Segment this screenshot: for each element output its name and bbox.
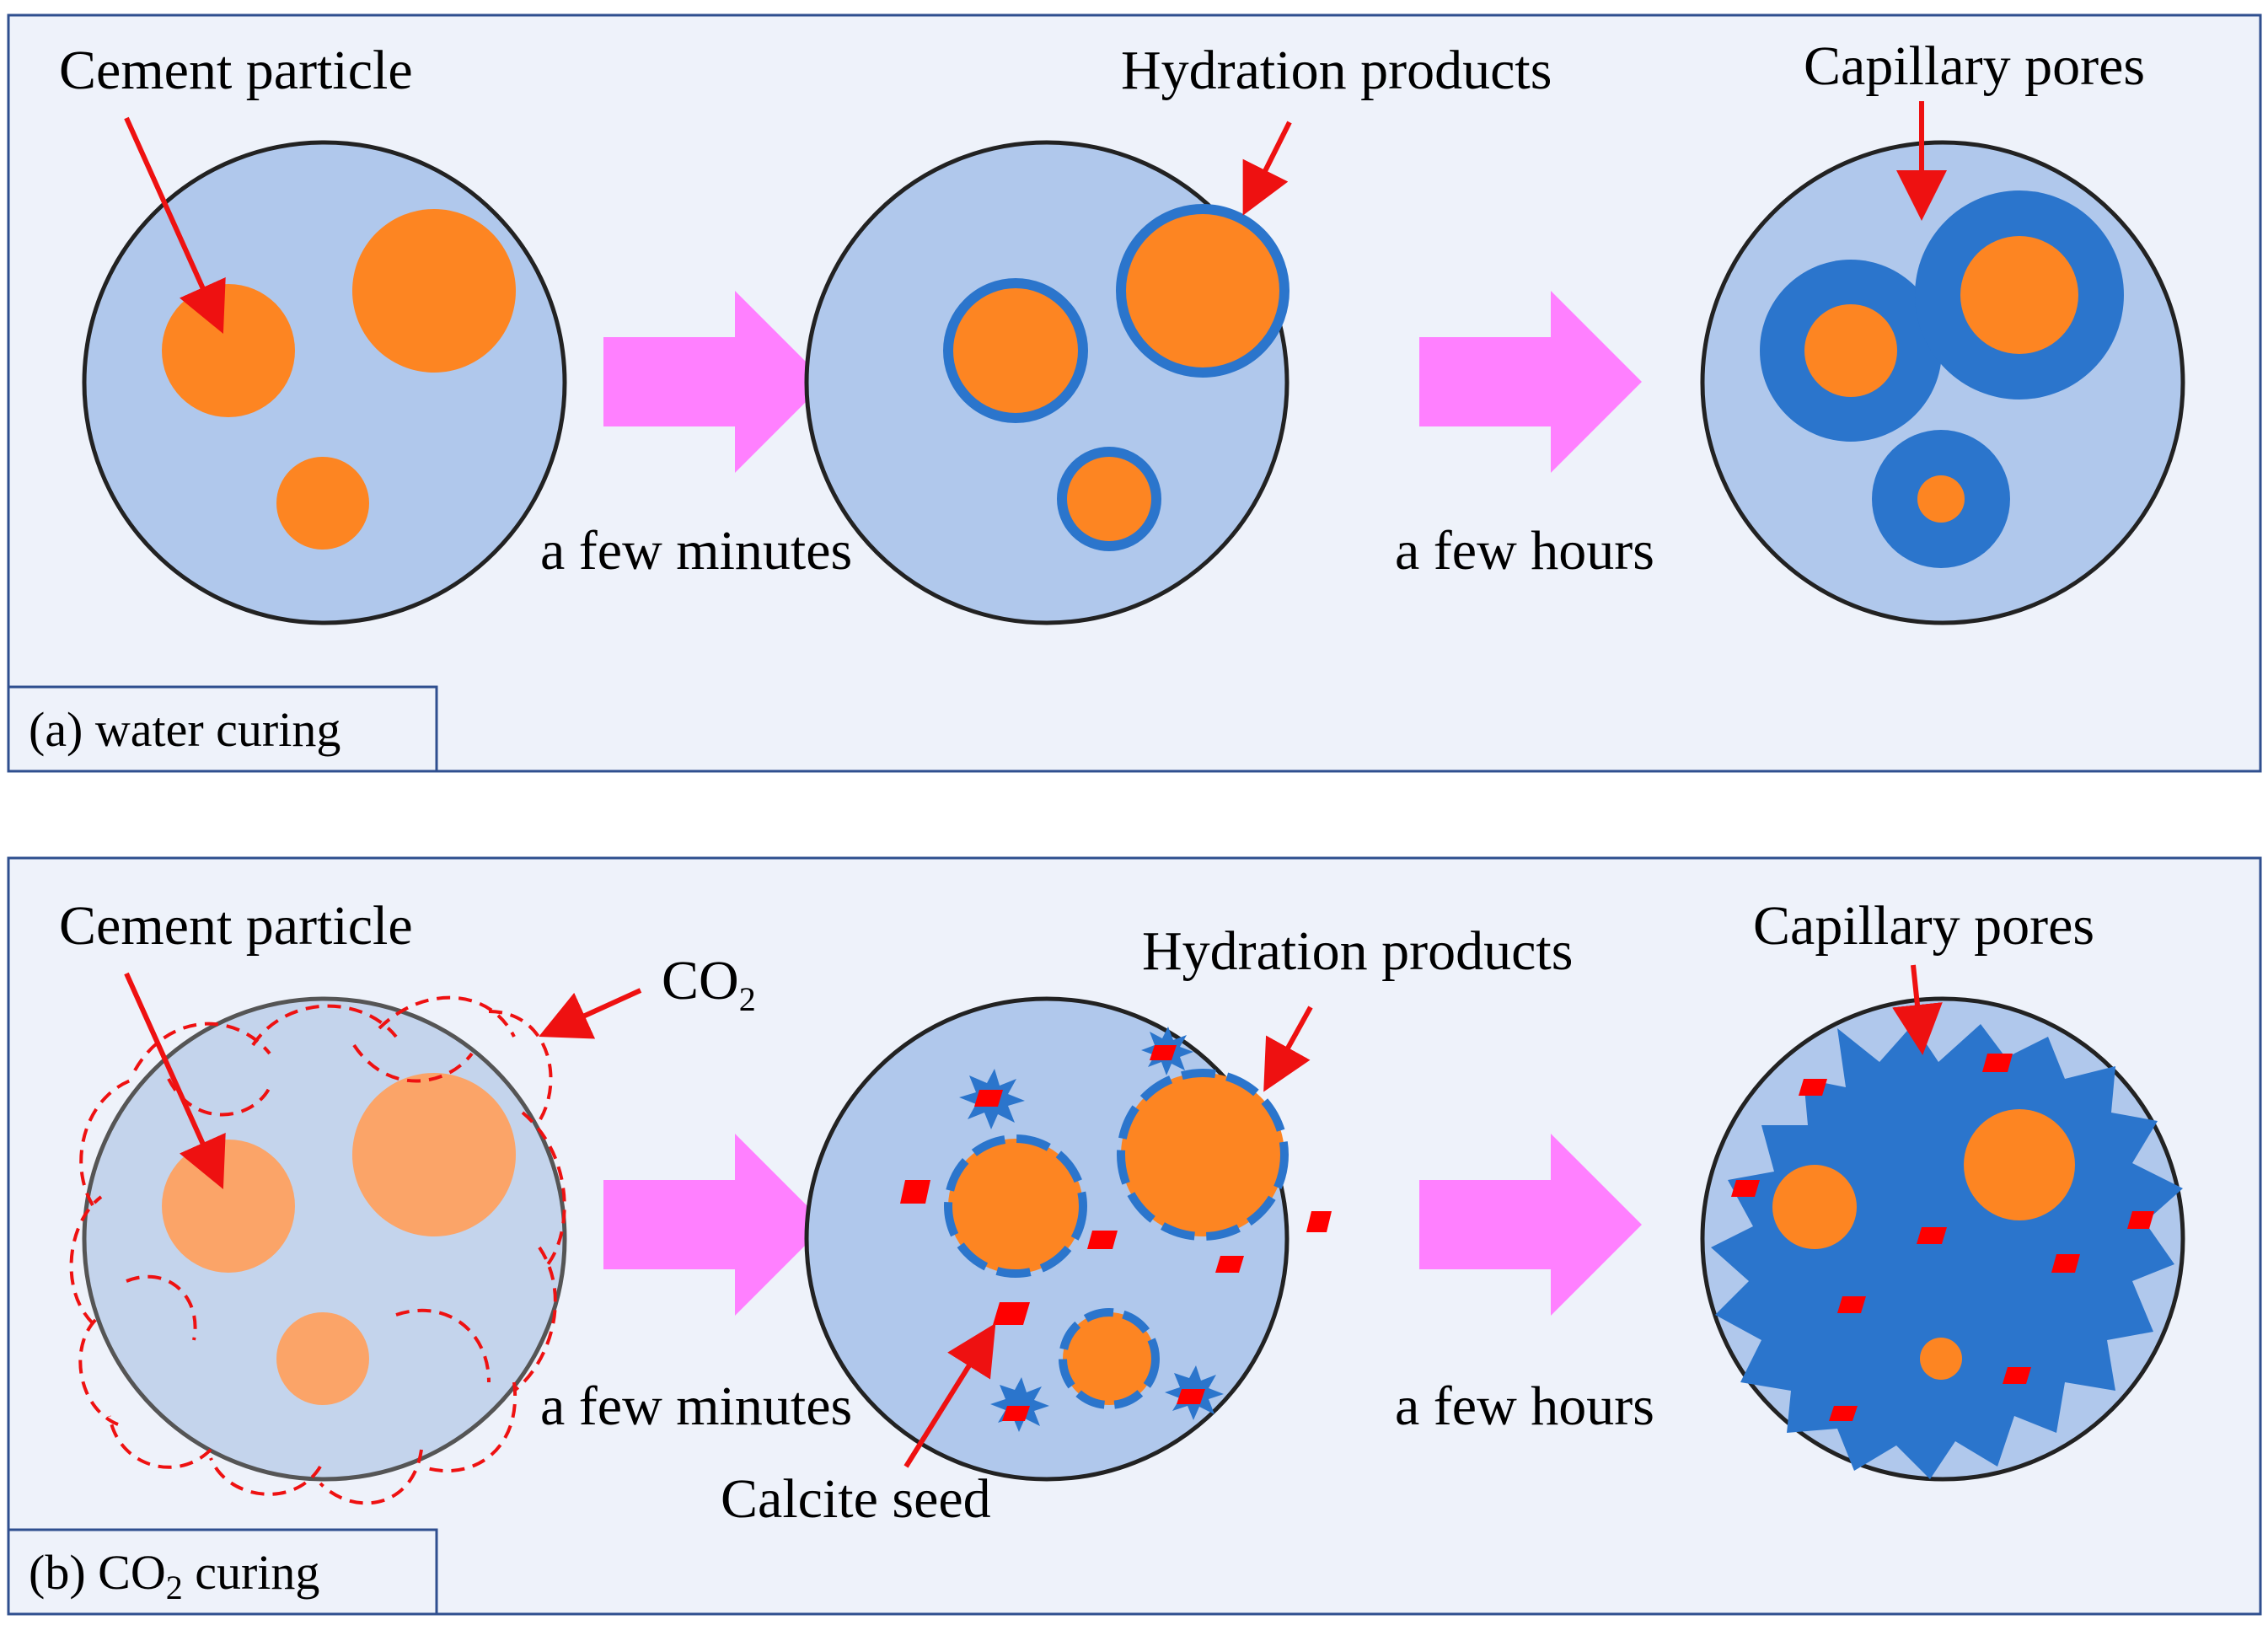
cement-particle	[162, 1140, 295, 1273]
cement-particle	[276, 1312, 369, 1405]
panel-b-co2-curing: (b) CO2 curing	[7, 856, 2262, 1616]
co2-label: CO2	[662, 950, 756, 1018]
hydrating-particle	[1117, 1069, 1289, 1241]
hydration-products-pointer-arrow	[1242, 121, 1292, 216]
residual-particle	[1920, 1338, 1962, 1380]
cement-particle	[352, 209, 516, 373]
cement-particle	[352, 1073, 516, 1236]
co2-pointer-arrow	[539, 988, 642, 1039]
cement-particle-pointer-arrow	[124, 972, 226, 1189]
step1-time-label: a few minutes	[540, 1376, 852, 1437]
cement-particle-label: Cement particle	[59, 895, 413, 957]
process-arrow	[1419, 291, 1642, 473]
calcite-seeds	[1731, 1054, 2154, 1421]
calcite-seeds	[900, 1045, 1332, 1421]
capillary-pores-pointer-arrow	[1892, 964, 1943, 1055]
panel-a-water-curing: (a) water curing Cement particle a few m…	[7, 13, 2262, 773]
step2-time-label: a few hours	[1395, 520, 1654, 582]
residual-particle	[1964, 1109, 2075, 1220]
hydration-products-label: Hydration products	[1121, 40, 1552, 101]
cement-particle-pointer-arrow	[124, 116, 226, 334]
calcite-seed-pointer-arrow	[903, 1322, 996, 1468]
panel-a-stage2-hydration	[804, 140, 1289, 625]
residual-particle	[1917, 475, 1965, 523]
hydration-products-pointer-arrow	[1263, 1006, 1313, 1092]
panel-b-label-box	[7, 1528, 438, 1616]
calcite-seed-label: Calcite seed	[721, 1468, 991, 1530]
panel-b-label: (b) CO2 curing	[29, 1545, 319, 1606]
panel-a-stage1-cement-paste	[82, 140, 567, 625]
co2-bubbles	[69, 995, 566, 1505]
process-arrow	[1419, 1134, 1642, 1316]
hydration-products-label: Hydration products	[1142, 920, 1573, 982]
cement-particle	[276, 457, 369, 550]
residual-particle	[1804, 304, 1897, 397]
hydrating-particle	[943, 278, 1088, 423]
paste-circle	[82, 140, 567, 625]
residual-particle	[1772, 1165, 1857, 1249]
cement-particle-label: Cement particle	[59, 40, 413, 101]
panel-b-stage2-hydration	[804, 996, 1332, 1482]
step2-time-label: a few hours	[1395, 1376, 1654, 1437]
paste-circle	[82, 996, 567, 1482]
process-arrow	[603, 1134, 826, 1316]
starburst-products	[959, 1027, 1224, 1432]
capillary-pores-label: Capillary pores	[1804, 35, 2145, 97]
hydrating-particle	[1116, 204, 1289, 378]
step1-time-label: a few minutes	[540, 520, 852, 582]
panel-a-label-box	[7, 685, 438, 773]
panel-b-stage3-capillary	[1700, 996, 2185, 1482]
process-arrow	[603, 291, 826, 473]
hydrating-particle	[1059, 1308, 1160, 1409]
hydrating-particle	[944, 1134, 1087, 1278]
residual-particle	[1960, 236, 2078, 354]
panel-a-stage3-capillary	[1700, 140, 2185, 625]
panel-a-label: (a) water curing	[29, 702, 340, 757]
hydrating-particle	[1057, 447, 1161, 551]
cement-particle	[162, 284, 295, 417]
panel-b-stage1-cement-paste	[69, 995, 567, 1505]
capillary-pores-label: Capillary pores	[1753, 895, 2094, 957]
